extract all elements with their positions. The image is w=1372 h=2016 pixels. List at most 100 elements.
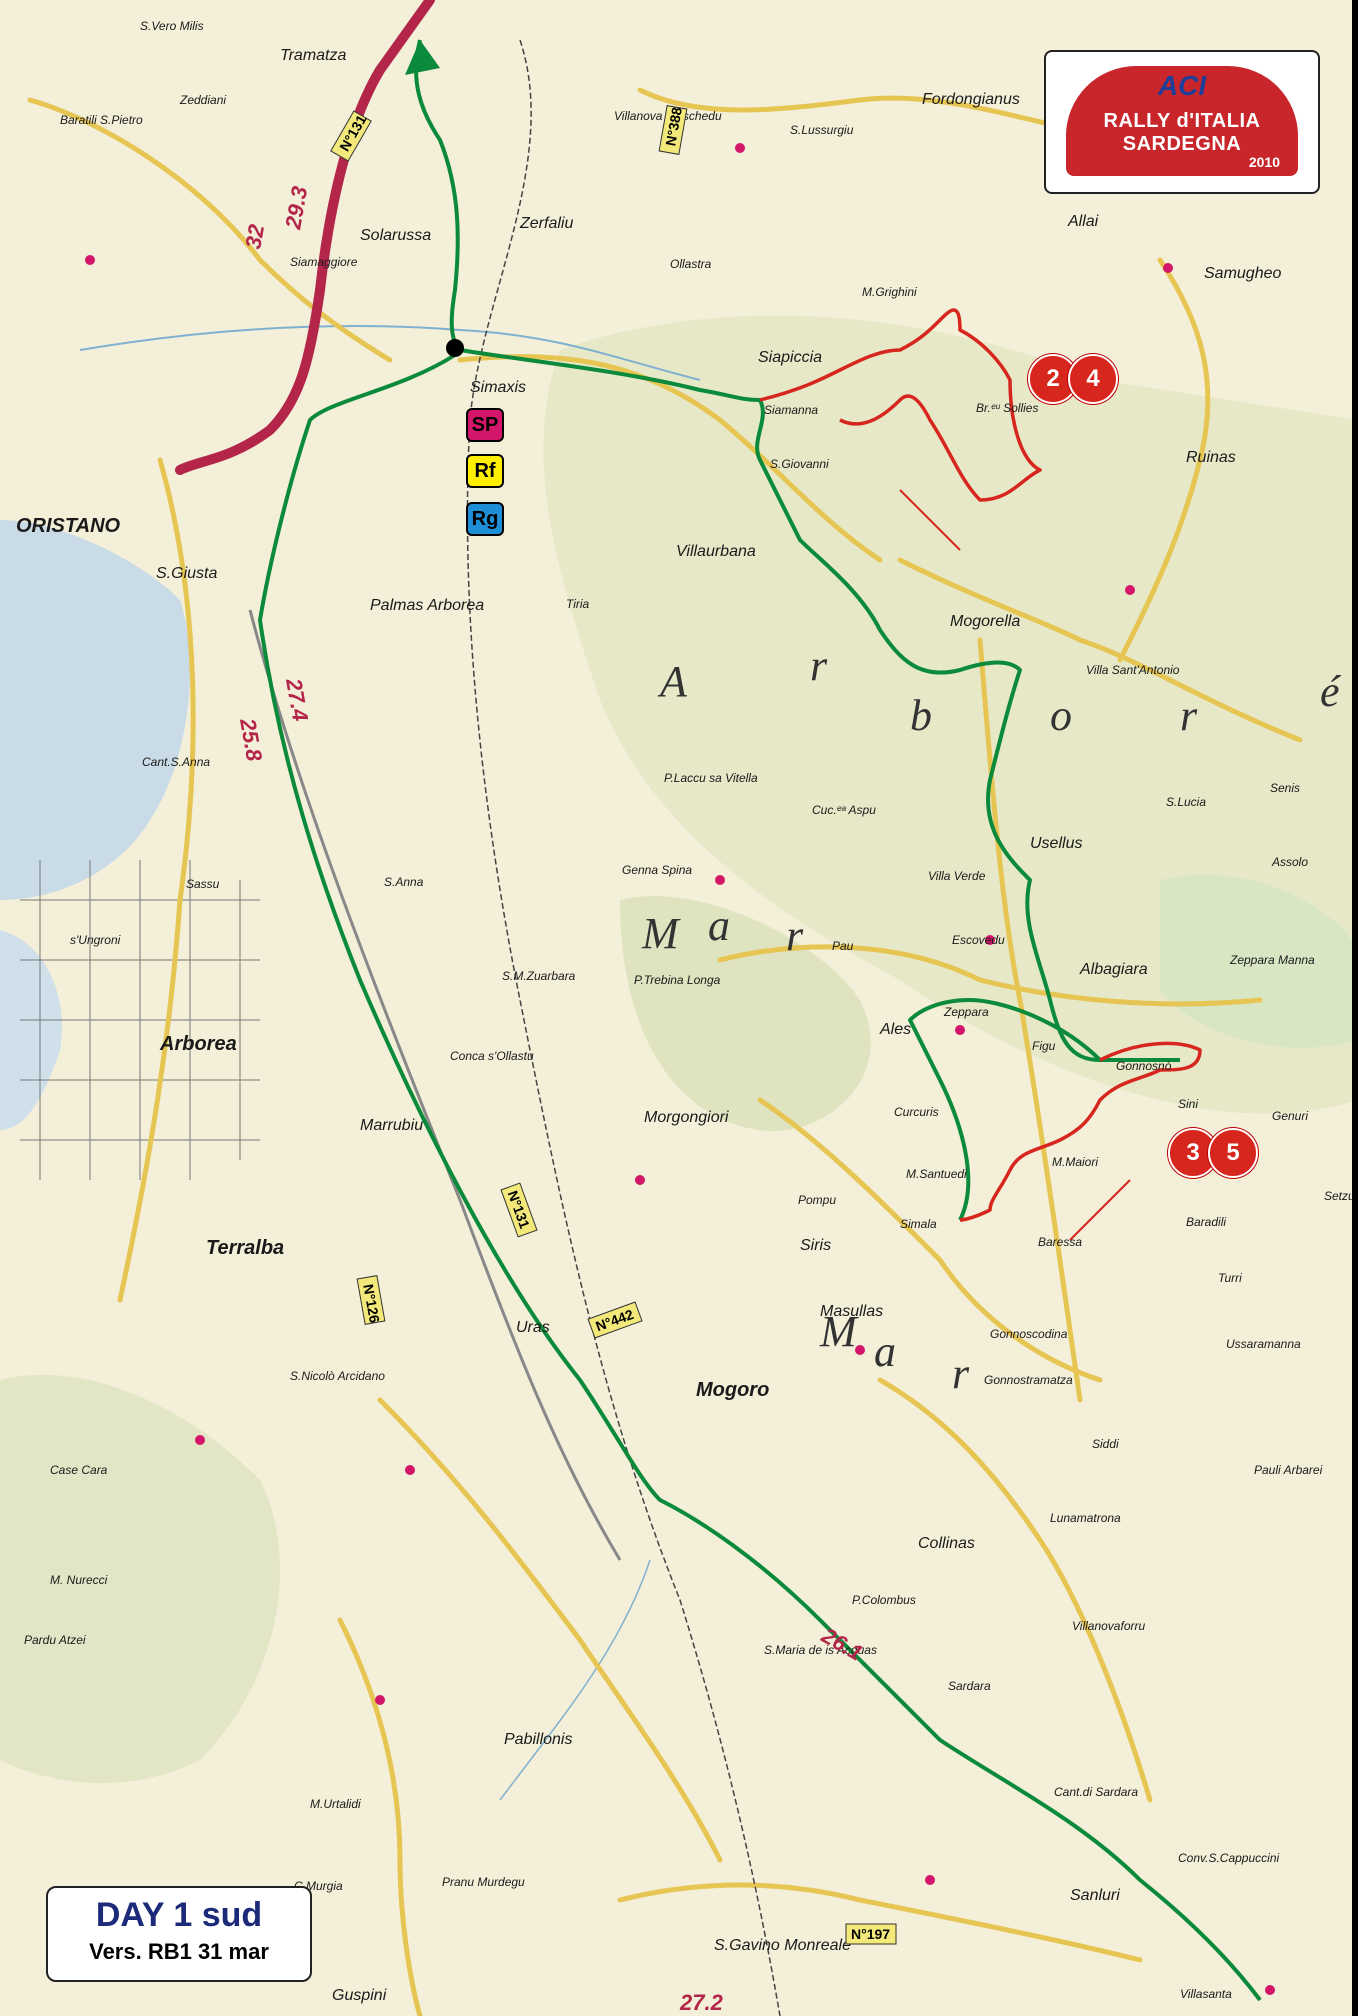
label-ollastra: Ollastra	[670, 257, 712, 271]
region-letter-a3: a	[874, 1327, 896, 1376]
label-cuc-aspu: Cuc.ᵉᵃ Aspu	[812, 803, 876, 817]
label-baratili: Baratili S.Pietro	[60, 113, 143, 127]
rf-marker: Rf	[466, 454, 504, 488]
sp-marker: SP	[466, 408, 504, 442]
label-siapiccia: Siapiccia	[758, 349, 822, 366]
label-sanluri: Sanluri	[1070, 1887, 1120, 1904]
label-cant-di-sardara: Cant.di Sardara	[1054, 1785, 1138, 1799]
label-br-sa-sollies: Br.ᵉᵘ Sollies	[976, 401, 1038, 415]
stage-badge-4: 4	[1068, 354, 1118, 404]
label-morgongiori: Morgongiori	[644, 1109, 729, 1126]
region-letter-m: M	[641, 909, 681, 958]
label-s-maria-de-is-acquas: S.Maria de is Acquas	[764, 1643, 877, 1657]
label-simala: Simala	[900, 1217, 937, 1231]
label-setzu: Setzu	[1324, 1189, 1355, 1203]
label-siris: Siris	[800, 1237, 831, 1254]
label-samugheo: Samugheo	[1204, 265, 1281, 282]
region-letter-r4: r	[952, 1349, 970, 1398]
label-terralba: Terralba	[206, 1237, 284, 1259]
label-cant-s-anna: Cant.S.Anna	[142, 755, 210, 769]
river-tirso	[79, 325, 701, 381]
label-conv-s-cappuccini: Conv.S.Cappuccini	[1178, 1851, 1279, 1865]
label-case-cara: Case Cara	[50, 1463, 108, 1477]
label-villa-verde: Villa Verde	[928, 869, 986, 883]
route-direction-arrow	[405, 40, 440, 75]
label-sini: Sini	[1178, 1097, 1198, 1111]
label-s-ungroni: s'Ungroni	[70, 933, 121, 947]
label-siamaggiore: Siamaggiore	[290, 255, 358, 269]
stage-direction-arrow-south	[1069, 1179, 1131, 1241]
label-villa-s-antonio: Villa Sant'Antonio	[1086, 663, 1180, 677]
label-zeppara: Zeppara	[943, 1005, 989, 1019]
label-p-trebina-longa: P.Trebina Longa	[634, 973, 721, 987]
day-title: DAY 1 sud	[95, 1896, 263, 1934]
label-arborea: Arborea	[159, 1033, 237, 1055]
label-solarussa: Solarussa	[360, 227, 431, 244]
label-villanovaforru: Villanovaforru	[1072, 1619, 1145, 1633]
label-s-vero-milis: S.Vero Milis	[140, 19, 204, 33]
label-siddi: Siddi	[1092, 1437, 1119, 1451]
railway	[466, 39, 781, 2016]
label-genna-spina: Genna Spina	[622, 863, 692, 877]
label-pau: Pau	[832, 939, 854, 953]
label-m-grighini: M.Grighini	[862, 285, 917, 299]
aci-logo-text: ACI	[1157, 70, 1207, 101]
label-m-maiori: M.Maiori	[1052, 1155, 1098, 1169]
day-legend-box: DAY 1 sud Vers. RB1 31 mar	[46, 1886, 312, 1982]
label-gonnosno: Gonnosnò	[1116, 1059, 1172, 1073]
transfer-route-ales	[908, 998, 1102, 1221]
label-collinas: Collinas	[918, 1535, 975, 1552]
label-s-giusta: S.Giusta	[156, 565, 217, 582]
region-letter-r2: r	[1180, 691, 1198, 740]
km-label-6: 27.2	[679, 1990, 724, 2015]
label-s-giovanni: S.Giovanni	[770, 457, 829, 471]
label-zeddiani: Zeddiani	[179, 93, 226, 107]
label-curcuris: Curcuris	[894, 1105, 939, 1119]
rally-logo: ACI RALLY d'ITALIA SARDEGNA 2010	[1044, 50, 1320, 194]
special-stage-3-5	[959, 1041, 1202, 1222]
special-stage-2-4	[759, 308, 1042, 502]
label-pardu-atzei: Pardu Atzei	[24, 1633, 86, 1647]
rally-logo-year: 2010	[1248, 154, 1280, 170]
label-lunamatrona: Lunamatrona	[1050, 1511, 1121, 1525]
label-ruinas: Ruinas	[1186, 449, 1236, 466]
label-palmas-arborea: Palmas Arborea	[370, 597, 484, 614]
label-marrubiu: Marrubiu	[360, 1117, 423, 1134]
region-letter-a2: a	[708, 901, 730, 950]
river-mannu	[499, 1559, 651, 1801]
label-guspini: Guspini	[332, 1987, 387, 2004]
label-masullas: Masullas	[820, 1303, 883, 1320]
region-letter-b: b	[910, 691, 932, 740]
label-ussaramanna: Ussaramanna	[1226, 1337, 1301, 1351]
rg-marker: Rg	[466, 502, 504, 536]
lagoon-santa-giusta	[0, 520, 190, 900]
label-s-lucia: S.Lucia	[1166, 795, 1206, 809]
label-s-anna: S.Anna	[384, 875, 424, 889]
region-letter-r: r	[810, 641, 828, 690]
label-gonnoscodina: Gonnoscodina	[990, 1327, 1068, 1341]
road-badge-388: N°388	[662, 106, 685, 147]
hill-area	[543, 315, 1352, 1114]
label-oristano: ORISTANO	[16, 515, 121, 537]
region-letter-e: é	[1320, 667, 1342, 716]
km-label-2: 32	[240, 222, 269, 251]
transfer-route-south	[258, 353, 1262, 2002]
label-sardara: Sardara	[948, 1679, 991, 1693]
rally-logo-plate: ACI RALLY d'ITALIA SARDEGNA 2010	[1066, 66, 1298, 176]
label-s-nicolo-arcidano: S.Nicolò Arcidano	[290, 1369, 385, 1383]
label-albagiara: Albagiara	[1079, 961, 1148, 978]
transfer-route-north	[414, 39, 1180, 1063]
label-villaurbana: Villaurbana	[676, 543, 756, 560]
label-zeppara-manna: Zeppara Manna	[1229, 953, 1315, 967]
monte-arci-area	[620, 896, 871, 1132]
arborea-grid	[20, 860, 260, 1180]
southwest-hills	[0, 1374, 280, 1784]
road-badge-126: N°126	[360, 1283, 383, 1324]
label-assolo: Assolo	[1271, 855, 1308, 869]
route-start-point	[446, 339, 464, 357]
label-genuri: Genuri	[1272, 1109, 1308, 1123]
region-letter-o: o	[1050, 691, 1072, 740]
label-senis: Senis	[1270, 781, 1300, 795]
